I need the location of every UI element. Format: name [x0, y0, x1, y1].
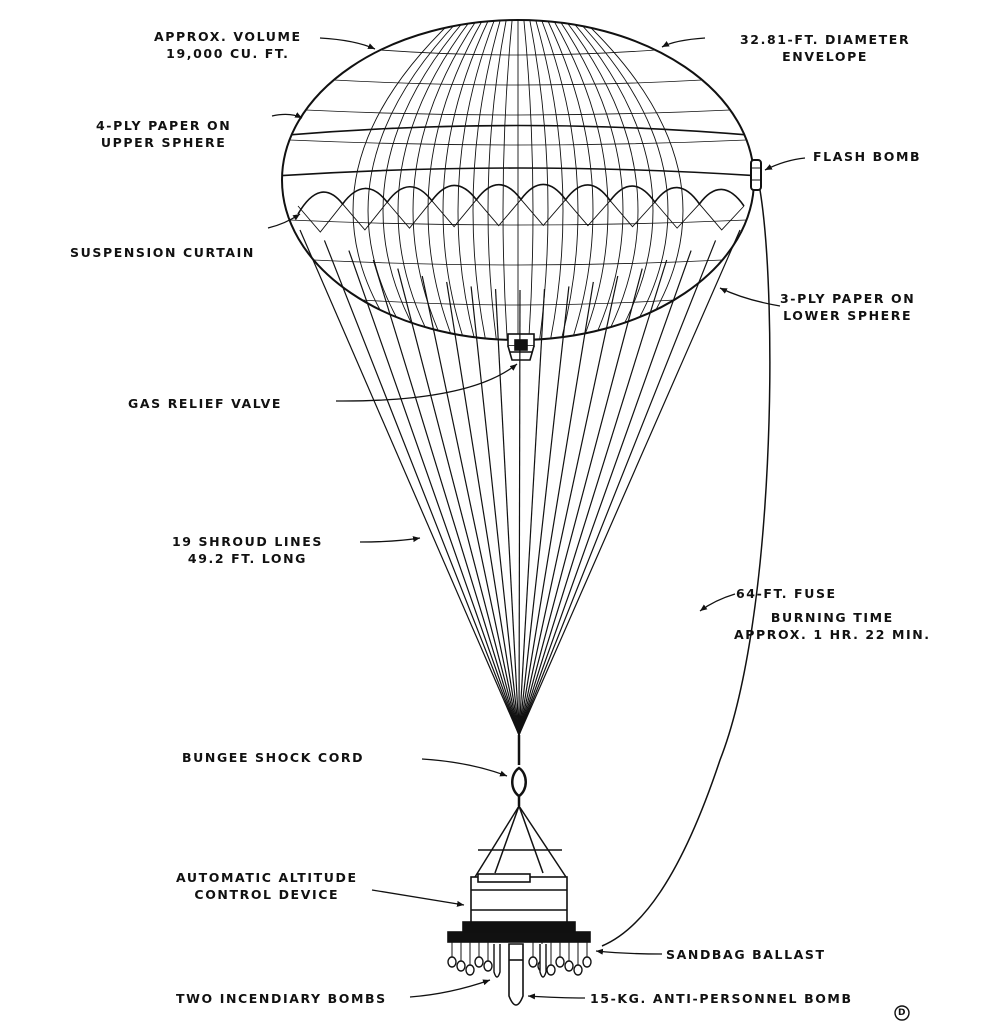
shroud-line [348, 250, 520, 736]
suspension-curtain [297, 183, 745, 233]
curtain-fold-line [386, 200, 433, 229]
sandbag-label: SANDBAG BALLAST [666, 947, 826, 962]
shroud-line [518, 275, 619, 736]
envelope-gore-line [564, 20, 639, 340]
sandbag [573, 964, 583, 976]
incendiary-label: TWO INCENDIARY BOMBS [176, 991, 387, 1006]
envelope-gore-line [442, 20, 489, 340]
curtain-fold-line [609, 200, 656, 228]
envelope-gore-line [570, 20, 654, 340]
lower-sphere-label: 3-PLY PAPER ON LOWER SPHERE [780, 291, 916, 323]
shroud-line [446, 281, 520, 736]
shroud-lines [299, 229, 741, 736]
curtain-fold-line [431, 199, 477, 228]
shroud-lines-label: 19 SHROUD LINES 49.2 FT. LONG [172, 534, 323, 566]
sandbag [465, 964, 475, 976]
envelope-gore-line [397, 20, 472, 340]
shroud-line [397, 268, 520, 736]
sandbag [564, 960, 574, 972]
shroud-line [518, 289, 521, 736]
leader-lines [267, 37, 806, 1000]
envelope-gore-line [382, 20, 466, 340]
shroud-line [372, 259, 520, 736]
bungee-label: BUNGEE SHOCK CORD [182, 750, 365, 765]
sandbag [555, 956, 565, 968]
corner-mark-letter: D [898, 1008, 906, 1018]
sandbag [528, 956, 538, 968]
envelope-ring-line [289, 139, 747, 146]
shroud-line [518, 259, 668, 736]
shroud-line [470, 286, 520, 736]
volume-label: APPROX. VOLUME 19,000 CU. FT. [154, 29, 302, 61]
burning-time-label: BURNING TIME APPROX. 1 HR. 22 MIN. [734, 610, 931, 642]
curtain-fold-line [342, 201, 388, 231]
envelope-ring-line [289, 219, 747, 226]
envelope-ring-line [305, 109, 731, 116]
envelope-gore-line [472, 20, 501, 340]
envelope-gore-line [547, 20, 594, 340]
sandbag [546, 964, 556, 976]
curtain-fold-line [476, 199, 522, 227]
flash-bomb-label: FLASH BOMB [813, 149, 922, 164]
envelope-gore-line [576, 20, 669, 340]
shroud-line [518, 240, 717, 736]
shroud-line [421, 275, 520, 736]
shroud-line [518, 250, 692, 736]
incendiary-bombs [493, 944, 547, 978]
balloon-envelope [281, 19, 755, 341]
envelope-ring-line [333, 79, 703, 86]
sandbag [456, 960, 466, 972]
corner-mark [894, 1005, 910, 1021]
gas-valve-label: GAS RELIEF VALVE [128, 396, 283, 411]
curtain-fold-line [699, 203, 745, 231]
sandbag [582, 956, 592, 968]
altitude-device-label: AUTOMATIC ALTITUDE CONTROL DEVICE [176, 870, 358, 902]
shroud-line [323, 240, 520, 736]
upper-sphere-label: 4-PLY PAPER ON UPPER SPHERE [96, 118, 232, 150]
envelope-gore-line [487, 20, 507, 340]
envelope-gore-line [502, 20, 513, 340]
sandbag [474, 956, 484, 968]
shroud-line [518, 286, 570, 736]
altitude-control-device [447, 873, 591, 943]
upper-sphere-band [282, 124, 754, 177]
envelope-gore-line [582, 20, 684, 340]
shroud-line [299, 229, 520, 736]
curtain-fold-line [565, 199, 611, 227]
anti-personnel-bomb [508, 943, 524, 1006]
antipersonnel-label: 15-KG. ANTI-PERSONNEL BOMB [590, 991, 853, 1006]
gondola-harness [474, 805, 567, 878]
fuse-line [601, 189, 771, 947]
envelope-ring-line [313, 259, 723, 266]
envelope-gore-line [535, 20, 564, 340]
shroud-line [494, 289, 520, 736]
envelope-ring-line [380, 49, 656, 56]
envelope-gore-line [541, 20, 579, 340]
envelope-gore-line [553, 20, 609, 340]
shroud-line [518, 229, 741, 736]
shroud-line [518, 268, 643, 736]
envelope-gore-line [457, 20, 495, 340]
envelope-gore-line [412, 20, 478, 340]
gas-relief-valve [507, 333, 535, 361]
envelope-gore-line [523, 20, 534, 340]
shroud-line [518, 289, 546, 736]
fuse-label: 64-FT. FUSE [736, 586, 837, 601]
curtain-fold-line [520, 199, 566, 227]
bungee-shock-cord [511, 735, 527, 806]
envelope-gore-line [352, 20, 454, 340]
sandbag [447, 956, 457, 968]
suspension-curtain-label: SUSPENSION CURTAIN [70, 245, 255, 260]
curtain-fold-line [654, 201, 700, 229]
envelope-gore-line [367, 20, 460, 340]
shroud-line [518, 281, 594, 736]
flash-bomb [750, 159, 762, 191]
envelope-gore-line [558, 20, 624, 340]
envelope-gore-line [427, 20, 483, 340]
sandbag [483, 960, 493, 972]
curtain-fold-line [297, 203, 343, 233]
diameter-label: 32.81-FT. DIAMETER ENVELOPE [740, 32, 911, 64]
